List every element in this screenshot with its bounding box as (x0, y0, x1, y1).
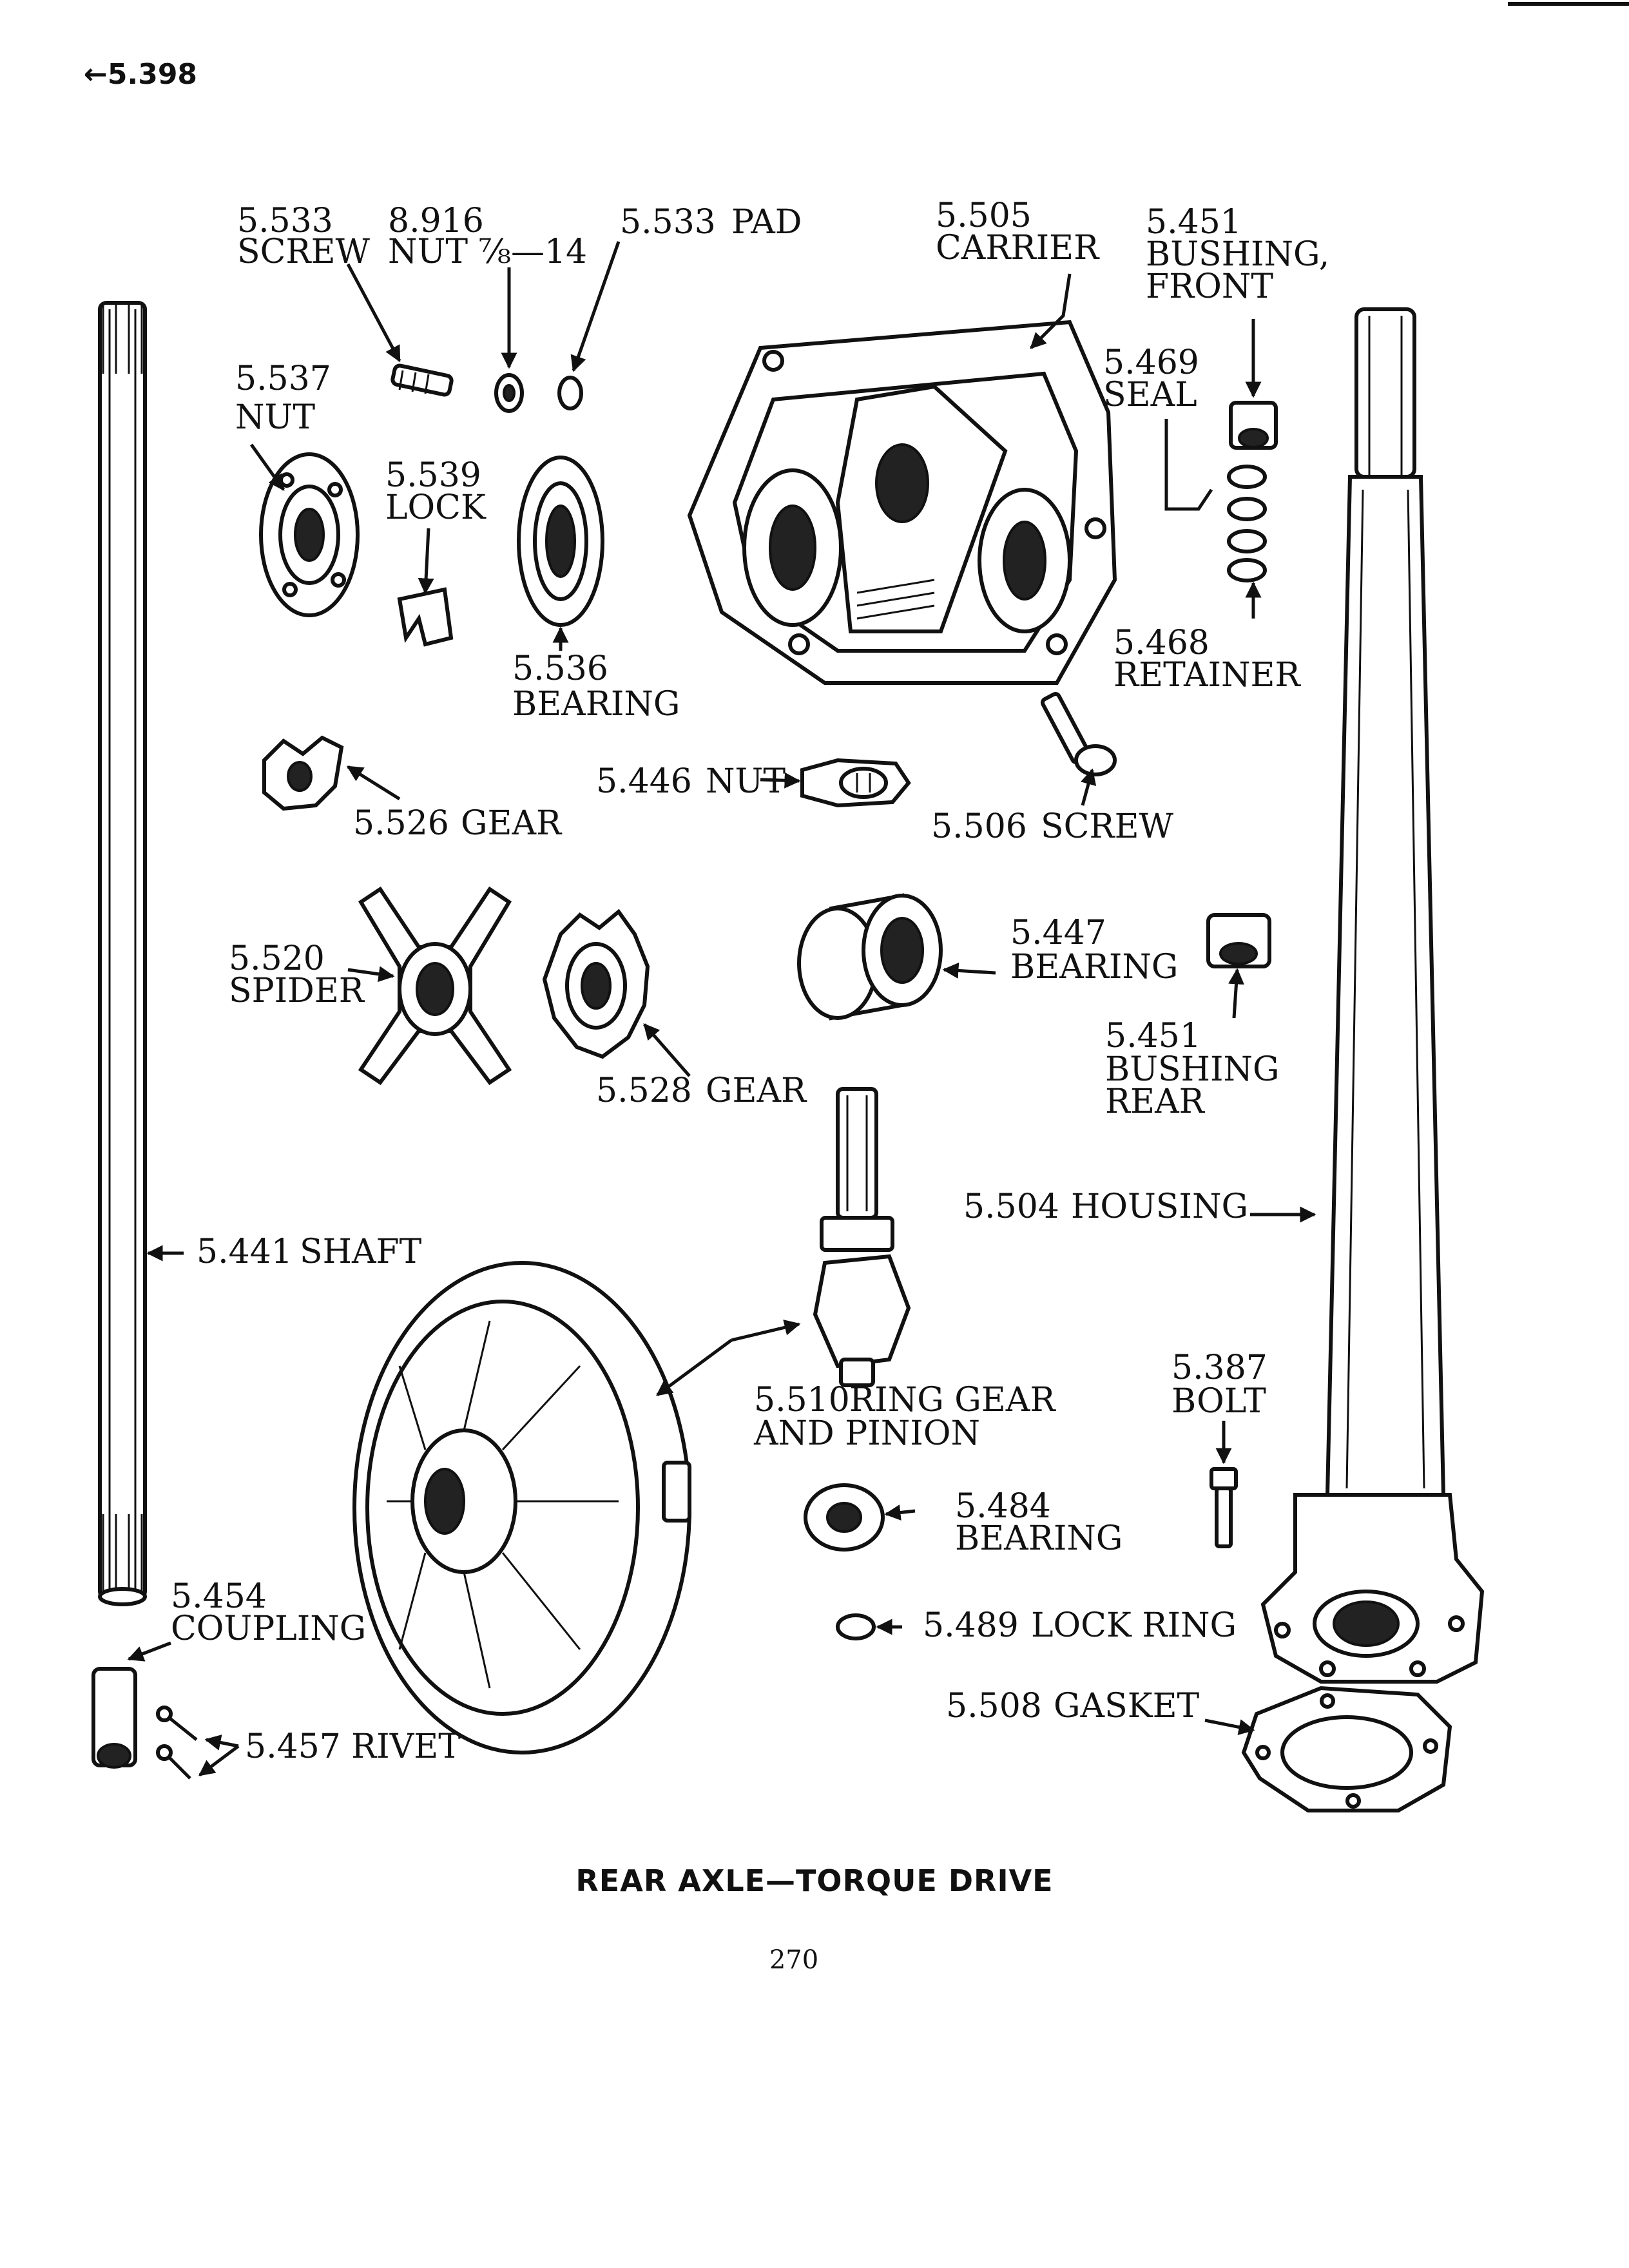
pinion-gear-illustration (262, 735, 344, 811)
label-bolt-name: BOLT (1171, 1382, 1266, 1421)
label-castle-nut-name: NUT (235, 398, 315, 437)
label-lock-ring-name: LOCK RING (1031, 1606, 1237, 1645)
diagram-caption: REAR AXLE—TORQUE DRIVE (575, 1863, 1053, 1898)
coupling-illustration (92, 1667, 137, 1769)
label-lock-name: LOCK (385, 488, 487, 527)
label-hex-nut-code: 5.446 (596, 762, 692, 801)
label-pinion-bearing-name: BEARING (1010, 948, 1178, 986)
label-rivet-code: 5.457 (245, 1727, 341, 1766)
pinion-bearing-illustration (797, 893, 943, 1021)
label-gasket-code: 5.508 (946, 1687, 1042, 1725)
label-retainer-name: RETAINER (1113, 656, 1302, 695)
gasket-illustration (1241, 1686, 1452, 1812)
label-carrier-bearing-name: BEARING (955, 1519, 1123, 1558)
side-bearing-illustration (517, 456, 604, 627)
hex-nut-illustration (800, 758, 911, 808)
label-lock-ring-code: 5.489 (923, 1606, 1019, 1645)
label-pinion-bearing-code: 5.447 (1010, 914, 1106, 952)
label-front-bushing-name2: FRONT (1146, 267, 1273, 306)
label-front-bushing-code: 5.451 (1146, 203, 1242, 242)
label-side-bearing-name: BEARING (512, 685, 680, 724)
label-lock-code: 5.539 (385, 456, 481, 495)
side-gear-illustration (542, 908, 650, 1059)
label-carrier-code: 5.505 (936, 197, 1032, 235)
label-cap-screw-code: 5.506 (931, 807, 1027, 846)
label-gasket-name: GASKET (1054, 1687, 1200, 1725)
page-number: 270 (769, 1945, 818, 1975)
carrier-illustration (687, 320, 1117, 685)
label-pad-name: PAD (731, 203, 802, 242)
label-nut-78-name: NUT ⅞—14 (388, 233, 587, 271)
label-rivet-name: RIVET (351, 1727, 461, 1766)
label-nut-78-code: 8.916 (388, 202, 484, 240)
label-screw-name: SCREW (237, 233, 371, 271)
bolt-illustration (1210, 1467, 1238, 1548)
label-housing-code: 5.504 (963, 1187, 1059, 1226)
label-pinion-gear-name: GEAR (461, 804, 563, 843)
rear-bushing-illustration (1206, 913, 1271, 968)
label-hex-nut-name: NUT (706, 762, 786, 801)
label-ring-gear-name2: AND PINION (753, 1414, 980, 1453)
label-pinion-gear-code: 5.526 (353, 804, 449, 843)
label-cap-screw-name: SCREW (1041, 807, 1174, 846)
label-pad-code: 5.533 (620, 203, 716, 242)
label-shaft-code: 5.441 (197, 1233, 293, 1271)
pad-illustration (557, 376, 583, 410)
spider-illustration (358, 886, 512, 1086)
label-bolt-code: 5.387 (1171, 1349, 1268, 1387)
label-spider-name: SPIDER (229, 972, 365, 1010)
label-ring-gear-name: RING GEAR (849, 1381, 1056, 1419)
label-ring-gear-code: 5.510 (754, 1381, 850, 1419)
castle-nut-illustration (259, 452, 360, 617)
label-rear-bushing-name2: REAR (1105, 1082, 1206, 1121)
label-rear-bushing-code: 5.451 (1105, 1017, 1201, 1055)
nut-illustration (494, 373, 524, 413)
axle-housing-illustration (1260, 307, 1485, 1684)
drive-pinion-illustration (813, 1087, 911, 1387)
label-screw-code: 5.533 (237, 202, 333, 240)
label-castle-nut-code: 5.537 (235, 360, 331, 398)
label-shaft-name: SHAFT (300, 1233, 422, 1271)
carrier-bearing-illustration (804, 1483, 885, 1552)
label-coupling-name: COUPLING (171, 1610, 366, 1648)
label-side-bearing-code: 5.536 (512, 649, 608, 688)
ring-gear-illustration (352, 1261, 691, 1754)
label-carrier-bearing-code: 5.484 (955, 1487, 1051, 1526)
part-labels: 5.533 SCREW 8.916 NUT ⅞—14 5.533 PAD 5.5… (171, 197, 1329, 1766)
label-coupling-code: 5.454 (171, 1577, 267, 1616)
leader-lines (127, 241, 1316, 1776)
label-spider-code: 5.520 (229, 939, 325, 978)
label-seal-name: SEAL (1103, 376, 1197, 414)
label-carrier-name: CARRIER (936, 229, 1100, 267)
lock-ring-illustration (836, 1613, 876, 1640)
page-reference: ←5.398 (84, 58, 197, 91)
label-retainer-code: 5.468 (1113, 624, 1210, 662)
lock-illustration (397, 587, 454, 647)
axle-shaft-illustration (98, 301, 147, 1606)
front-bushing-illustration (1229, 401, 1278, 450)
seal-stack-illustration (1227, 465, 1267, 582)
label-front-bushing-name: BUSHING, (1146, 235, 1329, 274)
label-side-gear-code: 5.528 (596, 1072, 692, 1110)
rivet-illustration (156, 1706, 198, 1780)
label-housing-name: HOUSING (1071, 1187, 1248, 1226)
cap-screw-illustration (1040, 691, 1117, 776)
screw-illustration (390, 363, 454, 397)
label-seal-code: 5.469 (1103, 343, 1199, 382)
label-side-gear-name: GEAR (706, 1072, 807, 1110)
label-rear-bushing-name: BUSHING (1105, 1050, 1280, 1089)
